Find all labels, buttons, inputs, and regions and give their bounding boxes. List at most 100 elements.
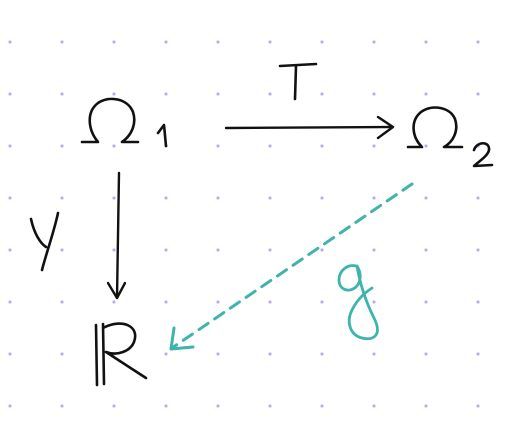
grid-dot	[164, 352, 168, 356]
grid-dot	[268, 144, 272, 148]
arrow-g-head	[169, 326, 195, 351]
grid-dot	[320, 404, 324, 408]
grid-dot	[268, 300, 272, 304]
grid-dot	[60, 144, 64, 148]
grid-dot	[268, 196, 272, 200]
grid-dot	[112, 144, 116, 148]
grid-dot	[164, 40, 168, 44]
grid-dot	[60, 404, 64, 408]
grid-dot	[216, 40, 220, 44]
omega-2-subscript	[472, 141, 494, 168]
arrow-t-head	[376, 115, 395, 140]
grid-dot	[268, 40, 272, 44]
arrow-t: T	[224, 62, 395, 140]
grid-dot	[164, 248, 168, 252]
grid-dot	[320, 92, 324, 96]
grid-dot	[424, 196, 428, 200]
grid-dot	[372, 40, 376, 44]
grid-dot	[8, 248, 12, 252]
grid-dot	[372, 144, 376, 148]
grid-dot	[424, 92, 428, 96]
grid-dot	[8, 404, 12, 408]
grid-dot	[8, 196, 12, 200]
node-omega-1: Ω 1	[80, 97, 168, 148]
arrow-y-head	[106, 281, 127, 300]
grid-dot	[216, 352, 220, 356]
grid-dot	[320, 144, 324, 148]
grid-dot	[476, 352, 480, 356]
grid-dot	[60, 248, 64, 252]
node-reals: ℝ	[94, 322, 148, 387]
grid-dot	[268, 248, 272, 252]
arrow-y: Y	[29, 171, 127, 300]
grid-dot	[372, 196, 376, 200]
reals-symbol	[94, 322, 148, 387]
node-omega-2: Ω 2	[406, 106, 494, 168]
grid-dot	[216, 300, 220, 304]
grid-dot	[112, 92, 116, 96]
grid-dot	[320, 248, 324, 252]
omega-2-label: Ω	[432, 144, 433, 146]
grid-dot	[476, 404, 480, 408]
grid-dot	[476, 92, 480, 96]
grid-dot	[476, 196, 480, 200]
grid-dot	[424, 248, 428, 252]
grid-dot	[216, 196, 220, 200]
grid-dot	[320, 196, 324, 200]
grid-dot	[164, 404, 168, 408]
grid-dot	[8, 352, 12, 356]
grid-dot	[60, 196, 64, 200]
grid-dot	[372, 352, 376, 356]
grid-dot	[372, 248, 376, 252]
arrow-t-line	[224, 125, 394, 130]
grid-dot	[424, 404, 428, 408]
grid-dot	[8, 300, 12, 304]
grid-dot	[268, 404, 272, 408]
arrow-y-label: Y	[44, 239, 45, 241]
grid-dot	[320, 40, 324, 44]
omega-1-symbol	[80, 97, 140, 144]
arrow-g-label-glyph	[337, 264, 379, 341]
grid-dot	[372, 92, 376, 96]
grid-dot	[60, 92, 64, 96]
grid-dot	[372, 300, 376, 304]
arrow-y-label-glyph	[29, 211, 60, 272]
grid-dot	[112, 40, 116, 44]
grid-dot	[424, 40, 428, 44]
grid-dot	[476, 40, 480, 44]
grid-dot	[60, 352, 64, 356]
grid-dot	[8, 92, 12, 96]
grid-dot	[216, 248, 220, 252]
omega-1-label: Ω	[108, 139, 109, 141]
grid-dot	[476, 300, 480, 304]
grid-dot	[216, 92, 220, 96]
grid-dot	[164, 92, 168, 96]
grid-dot	[60, 40, 64, 44]
grid-dot	[476, 248, 480, 252]
arrow-g: g	[169, 182, 414, 351]
grid-dot	[216, 144, 220, 148]
grid-dot	[372, 404, 376, 408]
grid-dot	[268, 352, 272, 356]
arrow-g-line	[170, 182, 414, 350]
grid-dot	[112, 248, 116, 252]
grid-dot	[112, 404, 116, 408]
dot-grid-background	[8, 40, 480, 408]
grid-dot	[320, 352, 324, 356]
grid-dot	[8, 144, 12, 148]
grid-dot	[164, 300, 168, 304]
grid-dot	[320, 300, 324, 304]
arrow-t-label-glyph	[278, 62, 318, 101]
grid-dot	[424, 144, 428, 148]
grid-dot	[424, 352, 428, 356]
omega-2-symbol	[406, 106, 464, 149]
grid-dot	[60, 300, 64, 304]
grid-dot	[164, 196, 168, 200]
arrow-y-line	[115, 171, 121, 300]
grid-dot	[112, 300, 116, 304]
grid-dot	[424, 300, 428, 304]
grid-dot	[112, 196, 116, 200]
grid-dot	[8, 40, 12, 44]
omega-1-subscript-text: 1	[162, 139, 163, 141]
